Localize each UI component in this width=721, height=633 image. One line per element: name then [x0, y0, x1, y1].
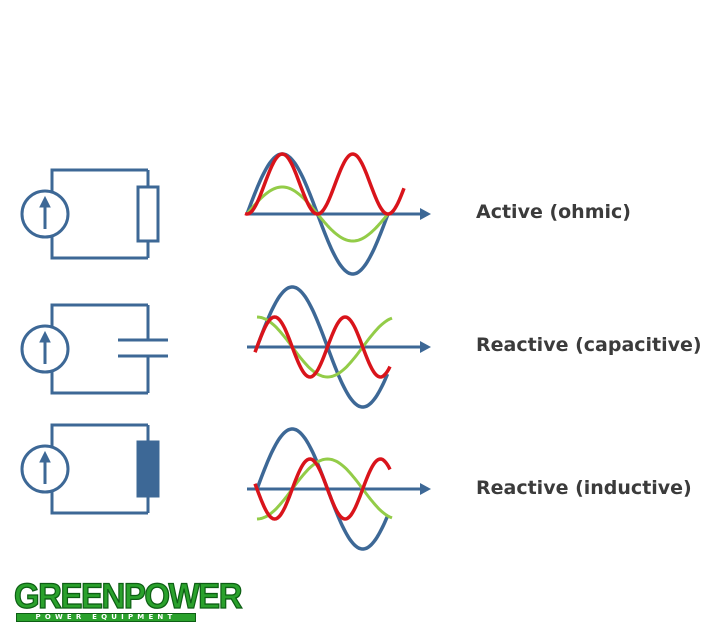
power-wave [253, 315, 392, 379]
label-reactive-inductive: Reactive (inductive) [476, 477, 692, 499]
capacitor-icon [118, 338, 168, 358]
power-wave [244, 152, 406, 216]
current-wave [256, 315, 393, 379]
label-reactive-capacitive: Reactive (capacitive) [476, 334, 702, 356]
current-source-icon [20, 324, 70, 374]
power-wave [253, 457, 392, 521]
inductor-icon [136, 440, 160, 498]
wire-top [50, 168, 148, 192]
axis-arrow-icon [420, 483, 431, 495]
axis-arrow-icon [420, 208, 431, 220]
waveform-inductor [247, 427, 431, 551]
wire-bottom [50, 371, 148, 395]
logo-brand-text: GREENPOWER [13, 575, 243, 616]
circuit-capacitor [20, 303, 168, 395]
current-source-icon [20, 444, 70, 494]
waveform-capacitor [247, 285, 431, 409]
logo-bar [16, 613, 196, 622]
greenpower-logo: GREENPOWER POWER EQUIPMENT [13, 575, 243, 622]
voltage-wave [255, 285, 390, 409]
circuit-inductor [20, 423, 160, 515]
wire-bottom [50, 236, 148, 260]
logo-tagline: POWER EQUIPMENT [35, 613, 177, 621]
wire-bottom [50, 491, 148, 515]
waveform-resistor [244, 152, 431, 276]
current-wave [256, 457, 393, 521]
resistor-icon [136, 185, 160, 243]
wire-top [50, 303, 148, 327]
axis-arrow-icon [420, 341, 431, 353]
label-active-ohmic: Active (ohmic) [476, 201, 631, 223]
current-source-icon [20, 189, 70, 239]
circuit-resistor [20, 168, 160, 260]
wire-top [50, 423, 148, 447]
